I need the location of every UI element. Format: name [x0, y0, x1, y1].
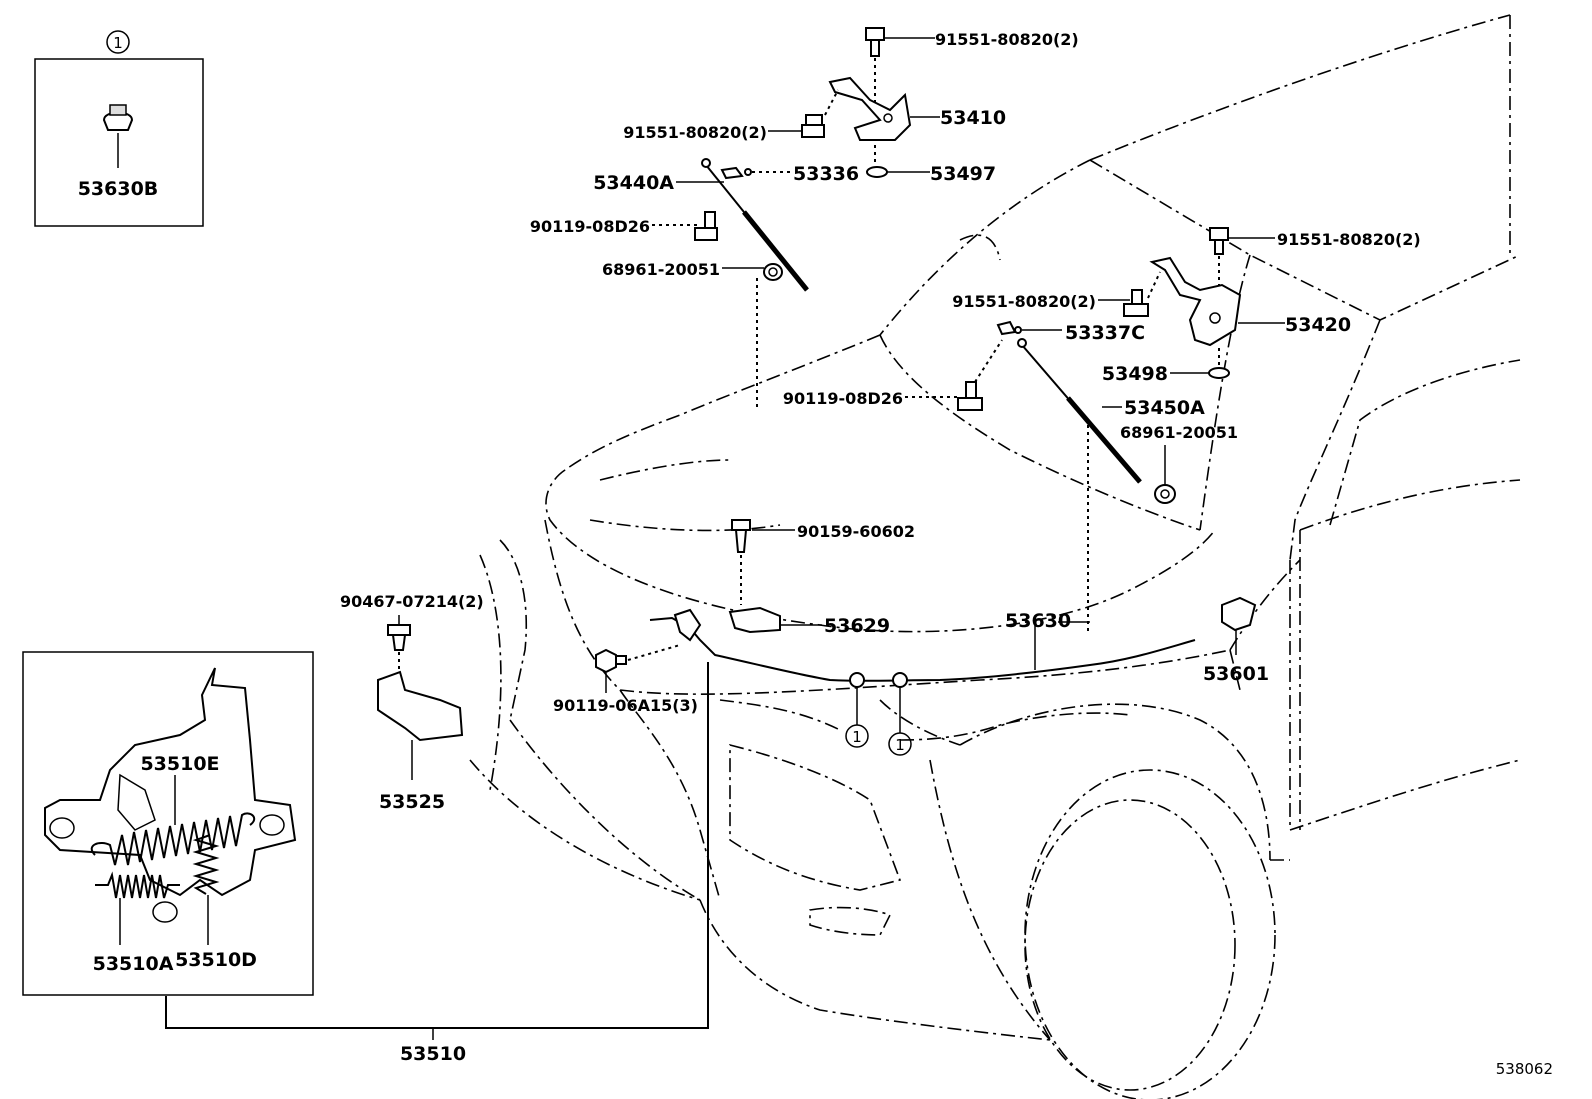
hood-latch-icon [44, 667, 297, 923]
detail-box-53510: 53510E 53510A 53510D [22, 651, 314, 996]
bolt-icon [957, 381, 983, 411]
spring-53510D-icon [192, 834, 220, 895]
label-53410: 53410 [940, 107, 1006, 129]
label-91551-right-top: 91551-80820(2) [1277, 230, 1421, 249]
detail-box-53630B: 1 53630B [34, 30, 204, 227]
clip-icon [102, 104, 134, 131]
callout-number-top: 1 [113, 34, 123, 52]
grommet-icon [763, 263, 783, 281]
label-90159: 90159-60602 [797, 522, 915, 541]
label-90467: 90467-07214(2) [340, 592, 484, 611]
hinge-53420-icon [1149, 256, 1242, 347]
bracket-53525-icon [377, 670, 464, 742]
bolt-icon [694, 211, 718, 241]
spring-53510E-icon [90, 812, 256, 866]
switch-53601-icon [1221, 596, 1257, 632]
hood-release-cable-icon [649, 616, 1196, 682]
bolt-icon [865, 27, 885, 57]
label-53510E: 53510E [140, 753, 219, 775]
label-53497: 53497 [930, 163, 996, 185]
label-53450A: 53450A [1124, 397, 1205, 419]
label-53498: 53498 [1102, 363, 1168, 385]
label-53420: 53420 [1285, 314, 1351, 336]
callout-number-2: 1 [895, 736, 905, 754]
grommet-icon [1154, 484, 1176, 504]
label-53510: 53510 [400, 1043, 466, 1065]
label-53630B: 53630B [78, 178, 159, 200]
label-53601: 53601 [1203, 663, 1269, 685]
label-53630: 53630 [1005, 610, 1071, 632]
hinge-53410-icon [828, 76, 912, 141]
label-90119-08D26-right: 90119-08D26 [783, 389, 903, 408]
callout-circle-2 [888, 732, 912, 756]
label-53629: 53629 [824, 615, 890, 637]
retainer-icon [720, 166, 744, 180]
bolt-icon [801, 114, 825, 138]
label-91551-top: 91551-80820(2) [935, 30, 1079, 49]
spring-53510A-icon [95, 871, 180, 899]
screw-icon [731, 519, 751, 553]
label-53510D: 53510D [175, 949, 257, 971]
figure-id: 538062 [1496, 1060, 1553, 1078]
washer-icon [1208, 367, 1230, 379]
bracket-53629-icon [728, 606, 781, 634]
label-90119-06A15: 90119-06A15(3) [553, 696, 698, 715]
label-68961-right: 68961-20051 [1120, 423, 1238, 442]
washer-icon [866, 166, 888, 178]
bracket-53525-group: 90467-07214(2) 53525 [340, 592, 484, 813]
clip-icon [387, 624, 411, 651]
bolt-icon [595, 648, 627, 674]
label-53440A: 53440A [593, 172, 674, 194]
right-hinge-group: 91551-80820(2) 53420 91551-80820(2) 5349… [783, 227, 1421, 635]
retainer-icon [996, 320, 1017, 336]
vehicle-outline [469, 14, 1521, 1099]
latch-cable-group: 90159-60602 53629 53630 1 1 90119-06A15(… [165, 519, 1269, 1065]
callout-circle-1 [845, 724, 869, 748]
callout-number-1: 1 [852, 728, 862, 746]
bolt-icon [1209, 227, 1229, 255]
callout-circle-top [106, 30, 130, 54]
label-53336: 53336 [793, 163, 859, 185]
label-53337C: 53337C [1065, 322, 1145, 344]
label-68961-left: 68961-20051 [602, 260, 720, 279]
label-90119-08D26-left: 90119-08D26 [530, 217, 650, 236]
label-91551-right-mid: 91551-80820(2) [952, 292, 1096, 311]
left-hinge-group: 91551-80820(2) 53410 91551-80820(2) 5349… [530, 27, 1079, 410]
bolt-icon [1123, 289, 1149, 317]
label-91551-left: 91551-80820(2) [623, 123, 767, 142]
label-53525: 53525 [379, 791, 445, 813]
label-53510A: 53510A [93, 953, 174, 975]
